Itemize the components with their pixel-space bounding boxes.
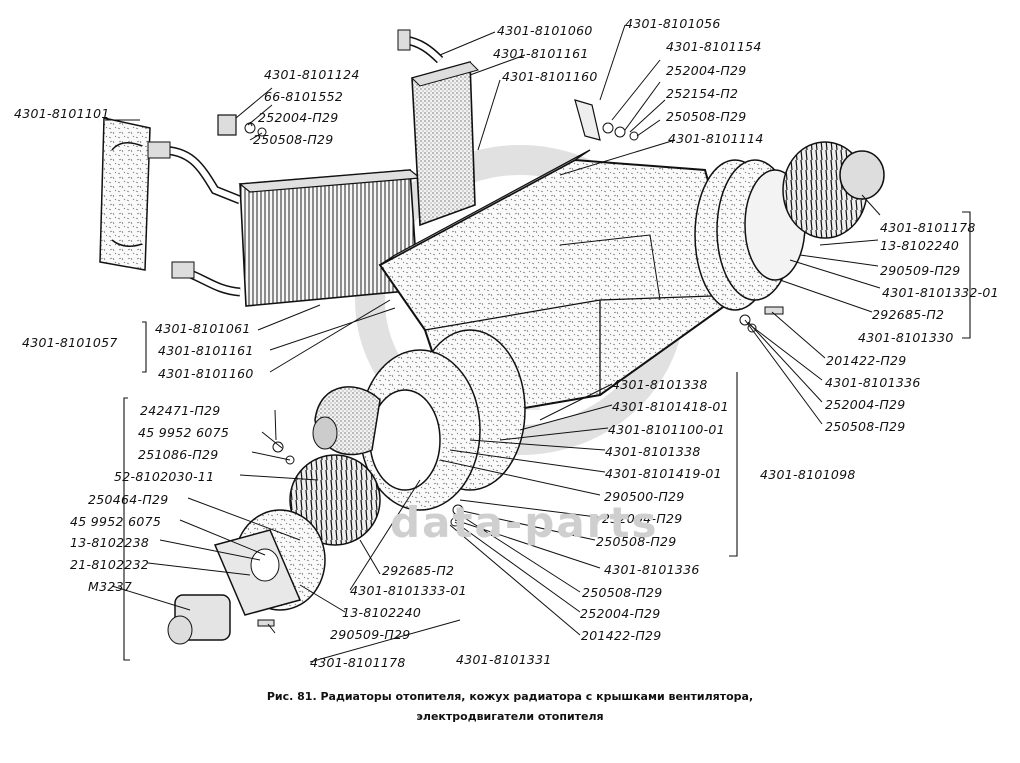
part-label: 4301-8101418-01 xyxy=(612,399,729,414)
part-label: 4301-8101160 xyxy=(158,366,254,381)
part-label: 4301-8101060 xyxy=(497,23,593,38)
part-label: 250508-П29 xyxy=(825,419,906,434)
part-label: 252004-П29 xyxy=(825,397,906,412)
part-label: 292685-П2 xyxy=(872,307,945,322)
part-label: 251086-П29 xyxy=(138,447,219,462)
part-label: 66-8101552 xyxy=(264,89,344,104)
part-label: 52-8102030-11 xyxy=(114,469,215,484)
part-label: 4301-8101330 xyxy=(858,330,954,345)
part-label: 13-8102240 xyxy=(342,605,422,620)
part-label: 4301-8101160 xyxy=(502,69,598,84)
part-label: 252154-П2 xyxy=(666,86,739,101)
part-label: 45 9952 6075 xyxy=(70,514,162,529)
part-label: 290509-П29 xyxy=(330,627,411,642)
part-label: 4301-8101161 xyxy=(493,46,589,61)
fan-assembly-left xyxy=(167,329,526,645)
part-label: 290509-П29 xyxy=(880,263,961,278)
part-label: 4301-8101100-01 xyxy=(608,422,725,437)
part-label: 242471-П29 xyxy=(140,403,221,418)
part-label: 4301-8101336 xyxy=(604,562,700,577)
part-label: 4301-8101178 xyxy=(880,220,976,235)
part-label: 250508-П29 xyxy=(596,534,677,549)
leader-lines xyxy=(105,24,881,663)
bracket-top-right xyxy=(574,99,639,141)
part-label: 4301-8101101 xyxy=(14,106,110,121)
part-label: 4301-8101161 xyxy=(158,343,254,358)
part-label: 4301-8101114 xyxy=(668,131,764,146)
part-label: 4301-8101338 xyxy=(612,377,708,392)
part-label: 4301-8101333-01 xyxy=(350,583,467,598)
part-label: 45 9952 6075 xyxy=(138,425,230,440)
part-label: 4301-8101056 xyxy=(625,16,721,31)
part-label: 4301-8101331 xyxy=(456,652,552,667)
part-label: 201422-П29 xyxy=(826,353,907,368)
watermark-text: data-parts xyxy=(390,498,659,547)
part-label: 21-8102232 xyxy=(70,557,150,572)
part-label: 4301-8101154 xyxy=(666,39,762,54)
figure-caption-line1: Рис. 81. Радиаторы отопителя, кожух ради… xyxy=(266,690,754,703)
part-label: 4301-8101338 xyxy=(605,444,701,459)
part-label: 4301-8101124 xyxy=(264,67,360,82)
part-label: 4301-8101178 xyxy=(310,655,406,670)
heater-radiator-upright xyxy=(397,29,479,227)
part-label: 4301-8101336 xyxy=(825,375,921,390)
part-label: 4301-8101098 xyxy=(760,467,856,482)
part-label: М3237 xyxy=(88,579,133,594)
part-label: 252004-П29 xyxy=(666,63,747,78)
part-label: 4301-8101332-01 xyxy=(882,285,999,300)
gasket-plate xyxy=(99,117,151,271)
part-label: 252004-П29 xyxy=(580,606,661,621)
part-label: 290500-П29 xyxy=(604,489,685,504)
fan-assembly-right xyxy=(694,141,885,333)
part-label: 13-8102238 xyxy=(70,535,150,550)
part-label: 250508-П29 xyxy=(666,109,747,124)
part-label: 13-8102240 xyxy=(880,238,960,253)
bracket-lines xyxy=(123,211,971,661)
part-label: 201422-П29 xyxy=(581,628,662,643)
part-label: 4301-8101061 xyxy=(155,321,251,336)
part-label: 292685-П2 xyxy=(382,563,455,578)
part-label: 250508-П29 xyxy=(582,585,663,600)
figure-caption-line2: электродвигатели отопителя xyxy=(416,710,604,723)
part-label: 4301-8101057 xyxy=(22,335,118,350)
part-label: 4301-8101419-01 xyxy=(605,466,722,481)
part-label: 250508-П29 xyxy=(253,132,334,147)
heater-radiator-front xyxy=(147,141,422,307)
part-label: 250464-П29 xyxy=(88,492,169,507)
part-label: 252004-П29 xyxy=(602,511,683,526)
part-label: 252004-П29 xyxy=(258,110,339,125)
